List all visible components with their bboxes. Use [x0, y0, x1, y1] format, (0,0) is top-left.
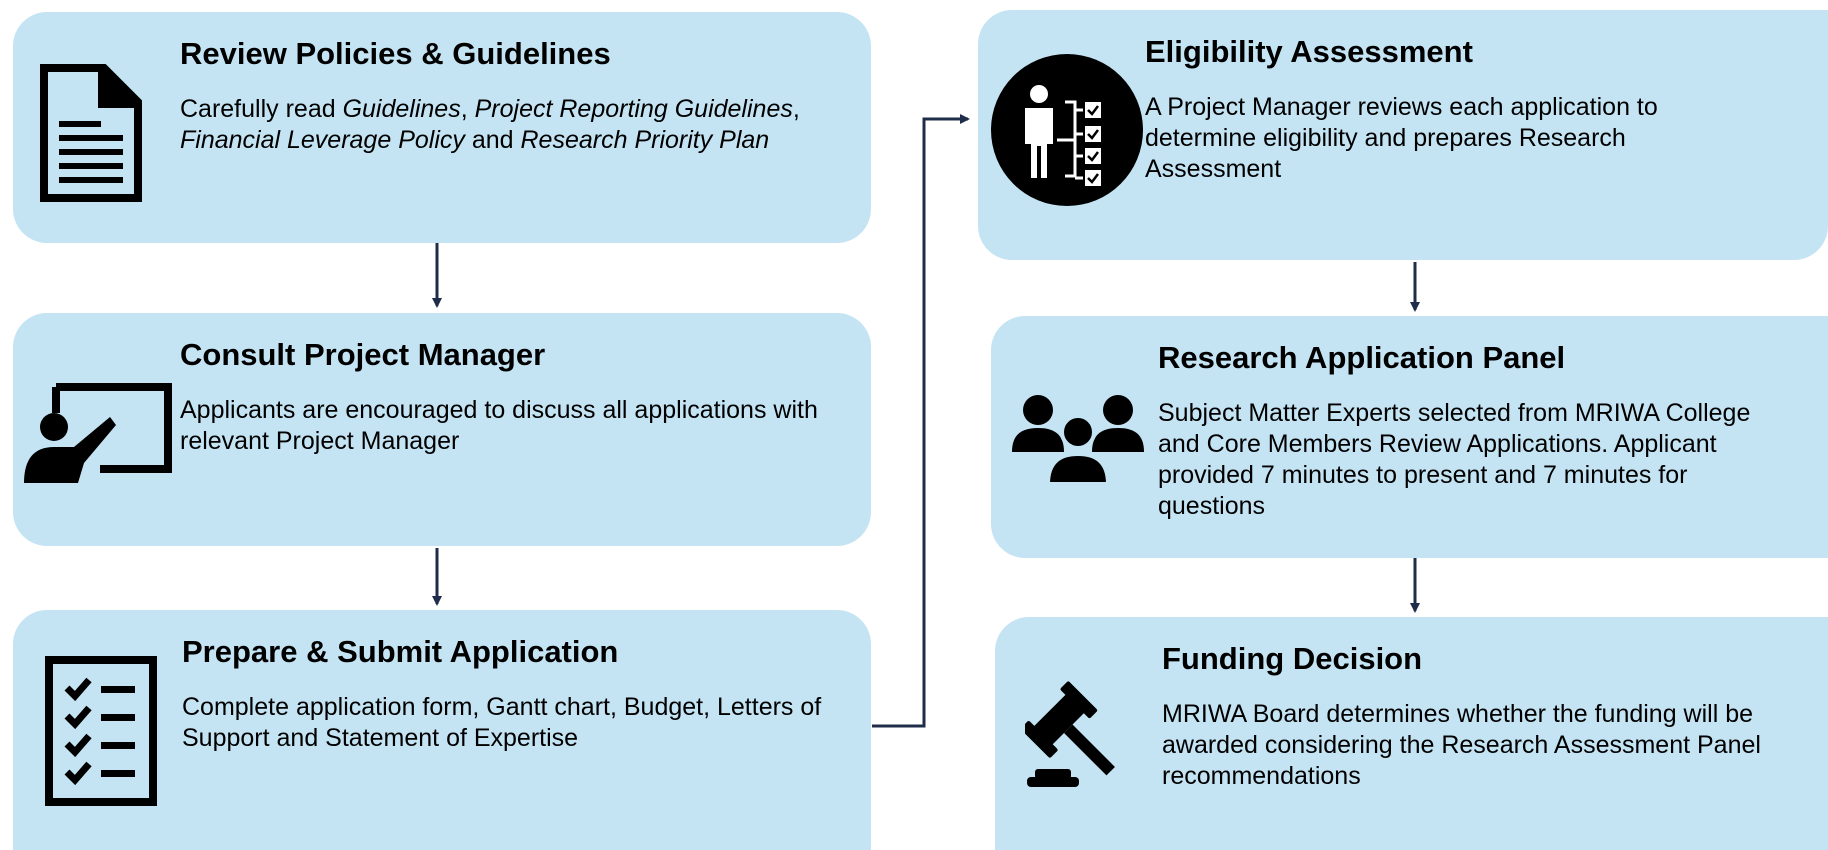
description-text: , [460, 95, 475, 123]
step-eligibility-description: A Project Manager reviews each applicati… [1145, 93, 1658, 183]
step-review-title: Review Policies & Guidelines [180, 36, 611, 71]
document-reference: Research Priority Plan [520, 126, 770, 154]
step-eligibility-box: Eligibility Assessment A Project Manager… [978, 10, 1828, 260]
step-funding-description: MRIWA Board determines whether the fundi… [1162, 700, 1761, 790]
step-review-box: Review Policies & Guidelines Carefully r… [13, 12, 871, 243]
description-text: Carefully read [180, 95, 343, 123]
step-prepare-title: Prepare & Submit Application [182, 634, 619, 669]
document-reference: Guidelines [342, 95, 461, 123]
checklist-icon [45, 656, 157, 811]
document-reference: Project Reporting Guidelines [474, 95, 793, 123]
step-panel-description: Subject Matter Experts selected from MRI… [1158, 399, 1751, 520]
description-text: , [792, 95, 800, 123]
step-eligibility-title: Eligibility Assessment [1145, 34, 1473, 69]
arrow-prepare-to-eligibility [872, 114, 970, 728]
step-consult-description: Applicants are encouraged to discuss all… [180, 396, 818, 455]
step-panel-title: Research Application Panel [1158, 340, 1566, 375]
step-funding-box: Funding Decision MRIWA Board determines … [995, 617, 1828, 850]
step-panel-box: Research Application Panel Subject Matte… [991, 316, 1828, 558]
person-checklist-icon [991, 54, 1143, 211]
document-icon [39, 63, 143, 208]
description-text: and [464, 126, 521, 154]
step-review-description: Carefully read Guidelines, Project Repor… [180, 94, 850, 156]
step-prepare-description: Complete application form, Gantt chart, … [182, 693, 822, 752]
group-icon [1010, 394, 1146, 489]
document-reference: Financial Leverage Policy [180, 126, 465, 154]
step-funding-title: Funding Decision [1162, 641, 1423, 676]
step-consult-title: Consult Project Manager [180, 337, 546, 372]
step-prepare-box: Prepare & Submit Application Complete ap… [13, 610, 871, 850]
step-consult-box: Consult Project Manager Applicants are e… [13, 313, 871, 546]
presenter-icon [18, 379, 174, 494]
gavel-icon [1021, 677, 1137, 798]
